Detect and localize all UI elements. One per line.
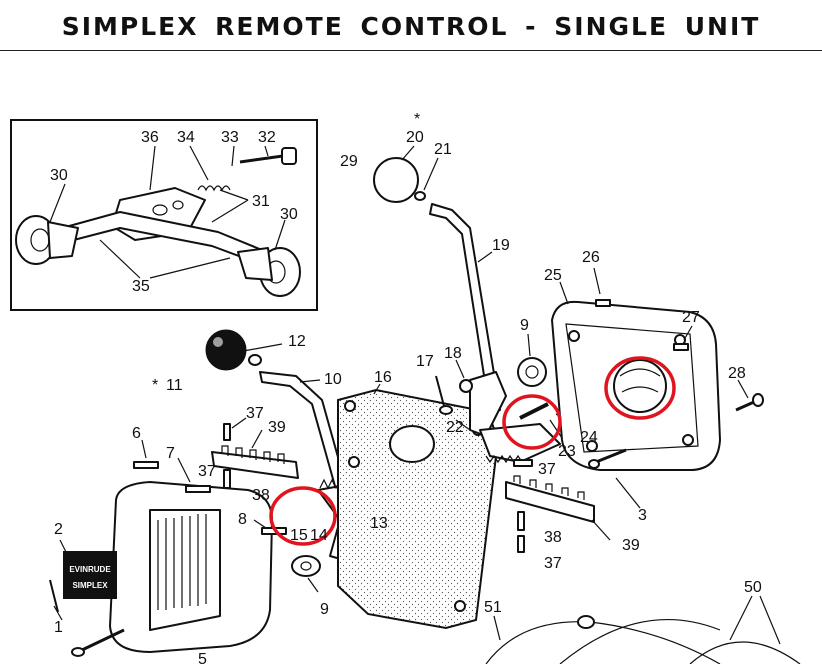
callout-37-a: 37 <box>246 405 264 422</box>
callout-31: 31 <box>252 193 270 210</box>
callout-19: 19 <box>492 237 510 254</box>
callout-6: 6 <box>132 425 141 442</box>
callout-21: 21 <box>434 141 452 158</box>
nameplate-model: SIMPLEX <box>72 581 108 590</box>
callout-20: 20 <box>406 129 424 146</box>
rear-housing <box>551 267 764 509</box>
callout-38-b: 38 <box>544 529 562 546</box>
callout-37-c: 37 <box>538 461 556 478</box>
highlight-circle-25 <box>604 356 676 420</box>
callout-15: 15 <box>290 527 308 544</box>
callout-8: 8 <box>238 511 247 528</box>
nameplate-brand: EVINRUDE <box>69 565 111 574</box>
callout-38-a: 38 <box>252 487 270 504</box>
rack-left <box>211 417 299 489</box>
callout-18: 18 <box>444 345 462 362</box>
callout-29: 29 <box>340 153 358 170</box>
callout-23: 23 <box>558 443 576 460</box>
callout-39-b: 39 <box>622 537 640 554</box>
callout-7: 7 <box>166 445 175 462</box>
page-title: SIMPLEX REMOTE CONTROL - SINGLE UNIT <box>61 12 761 41</box>
callout-25: 25 <box>544 267 562 284</box>
callout-33: 33 <box>221 129 239 146</box>
callout-10: 10 <box>324 371 342 388</box>
callout-9-lower: 9 <box>320 601 329 618</box>
callout-16: 16 <box>374 369 392 386</box>
callout-37-b: 37 <box>198 463 216 480</box>
callout-32: 32 <box>258 129 276 146</box>
callout-37-d: 37 <box>544 555 562 572</box>
callout-17: 17 <box>416 353 434 370</box>
callout-13: 13 <box>370 515 388 532</box>
callout-labels: 36 34 33 32 30 31 30 34 35 29 20 * 21 19… <box>50 111 762 664</box>
front-cover-assembly: EVINRUDE SIMPLEX <box>49 481 273 657</box>
rack-right <box>505 459 611 553</box>
asterisk-20: * <box>414 111 420 128</box>
asterisk-11: * <box>152 377 158 394</box>
callout-50: 50 <box>744 579 762 596</box>
callout-27: 27 <box>682 309 700 326</box>
highlight-circle-23 <box>502 394 562 450</box>
callout-1: 1 <box>54 619 63 636</box>
title-rule <box>0 50 822 51</box>
callout-34: 34 <box>177 129 195 146</box>
callout-24: 24 <box>580 429 598 446</box>
callout-3: 3 <box>638 507 647 524</box>
callout-12: 12 <box>288 333 306 350</box>
callout-22: 22 <box>446 419 464 436</box>
callout-36: 36 <box>141 129 159 146</box>
callout-30-right: 30 <box>280 206 298 223</box>
callout-2: 2 <box>54 521 63 538</box>
callout-39-a: 39 <box>268 419 286 436</box>
callout-9-upper: 9 <box>520 317 529 334</box>
callout-30-left: 30 <box>50 167 68 184</box>
control-cables <box>485 595 801 664</box>
highlight-circles <box>269 356 676 546</box>
callout-35-label: 35 <box>132 278 150 295</box>
mounting-plate <box>337 383 500 630</box>
callout-51: 51 <box>484 599 502 616</box>
inset-friction-assembly <box>10 119 318 311</box>
callout-14-label: 14 <box>310 527 328 544</box>
callout-11: 11 <box>166 377 183 394</box>
highlight-circle-14-15 <box>269 486 337 546</box>
callout-5: 5 <box>198 651 207 664</box>
small-parts-left <box>133 439 287 535</box>
callout-28-label: 28 <box>728 365 746 382</box>
callout-26: 26 <box>582 249 600 266</box>
